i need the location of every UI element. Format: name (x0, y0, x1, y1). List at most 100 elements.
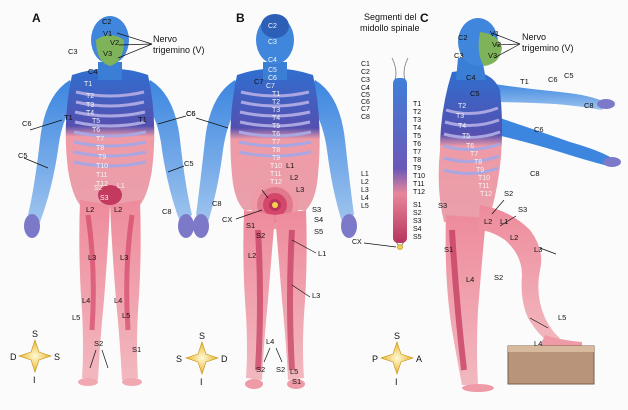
svg-text:I: I (200, 377, 203, 387)
svg-text:T12: T12 (96, 181, 108, 188)
svg-text:T8: T8 (474, 159, 482, 166)
svg-text:T6: T6 (466, 143, 474, 150)
svg-text:P: P (372, 354, 378, 364)
svg-text:V3: V3 (103, 49, 112, 58)
svg-text:C8: C8 (162, 207, 172, 216)
figure-lateral (438, 18, 621, 392)
posterior-right-foot (287, 379, 305, 389)
right-foot (122, 378, 142, 386)
svg-text:L2: L2 (86, 205, 94, 214)
spinal-left-label: L2 (361, 179, 369, 186)
svg-text:T8: T8 (96, 145, 104, 152)
spinal-title-line2: midollo spinale (360, 23, 420, 33)
svg-text:T9: T9 (272, 155, 280, 162)
left-hand (24, 214, 40, 238)
trigeminal-label-a-line2: trigemino (V) (153, 45, 205, 55)
svg-text:L4: L4 (114, 296, 122, 305)
svg-text:C3: C3 (268, 39, 277, 46)
spinal-right-label: T1 (413, 101, 421, 108)
svg-text:T9: T9 (98, 154, 106, 161)
svg-text:L3: L3 (120, 253, 128, 262)
svg-text:C6: C6 (186, 109, 196, 118)
spinal-left-label: C8 (361, 114, 370, 121)
spinal-right-label: T12 (413, 189, 425, 196)
svg-text:S4: S4 (314, 215, 323, 224)
lateral-hand-lower (603, 157, 621, 167)
anterior-genital-area (98, 185, 122, 205)
svg-text:T1: T1 (272, 91, 280, 98)
svg-text:T5: T5 (272, 123, 280, 130)
svg-text:T11: T11 (96, 172, 108, 179)
compass-b-labels: S S D I (176, 331, 228, 387)
spinal-right-label: T2 (413, 109, 421, 116)
posterior-left-hand (193, 214, 209, 238)
compass-c-labels: S P A I (372, 331, 422, 387)
lateral-upper-arm (480, 82, 605, 110)
svg-text:L5: L5 (72, 313, 80, 322)
spinal-left-label: L1 (361, 171, 369, 178)
svg-text:C8: C8 (584, 101, 594, 110)
svg-text:I: I (33, 375, 36, 385)
spinal-right-label: T7 (413, 149, 421, 156)
svg-text:T2: T2 (86, 93, 94, 100)
svg-text:C8: C8 (530, 169, 540, 178)
svg-text:T9: T9 (476, 167, 484, 174)
svg-text:S2: S2 (504, 189, 513, 198)
svg-text:T11: T11 (478, 183, 490, 190)
svg-text:T12: T12 (480, 191, 492, 198)
svg-text:L2: L2 (248, 251, 256, 260)
svg-text:T1: T1 (64, 113, 73, 122)
svg-text:V3: V3 (488, 51, 497, 60)
svg-text:C5: C5 (18, 151, 28, 160)
lateral-face-trigeminal (478, 32, 502, 66)
posterior-neck (263, 62, 287, 80)
svg-text:T6: T6 (272, 131, 280, 138)
svg-text:L5: L5 (122, 311, 130, 320)
posterior-right-hand (341, 214, 357, 238)
spinal-right-label: T10 (413, 173, 425, 180)
svg-text:I: I (395, 377, 398, 387)
svg-text:T6: T6 (92, 127, 100, 134)
svg-text:T7: T7 (470, 151, 478, 158)
svg-text:S1: S1 (132, 345, 141, 354)
svg-text:S1: S1 (246, 221, 255, 230)
svg-text:L5: L5 (290, 367, 298, 376)
spinal-left-label: CX (352, 239, 362, 246)
svg-text:S3: S3 (518, 205, 527, 214)
figure-posterior (193, 14, 357, 389)
svg-text:L1: L1 (117, 183, 125, 190)
svg-text:T5: T5 (92, 118, 100, 125)
svg-text:C4: C4 (88, 67, 98, 76)
svg-text:L3: L3 (534, 245, 542, 254)
svg-text:L3: L3 (296, 185, 304, 194)
svg-text:CX: CX (222, 215, 232, 224)
spinal-left-label: C1 (361, 61, 370, 68)
svg-text:T1: T1 (84, 81, 92, 88)
lateral-thoracic-bands (443, 106, 501, 175)
svg-text:T11: T11 (270, 171, 282, 178)
svg-text:C3: C3 (68, 47, 78, 56)
svg-text:C6: C6 (268, 75, 277, 82)
compass-a-labels: S D S I (10, 329, 60, 385)
svg-text:C4: C4 (268, 57, 277, 64)
svg-text:C7: C7 (254, 77, 264, 86)
anterior-face-trigeminal (96, 35, 124, 66)
svg-text:C5: C5 (564, 71, 574, 80)
posterior-thoracic-bands (238, 90, 312, 158)
svg-text:S: S (394, 331, 400, 341)
svg-text:C7: C7 (266, 83, 275, 90)
svg-text:C5: C5 (268, 67, 277, 74)
svg-text:C5: C5 (184, 159, 194, 168)
svg-text:T1: T1 (138, 115, 147, 124)
spinal-right-label: S1 (413, 202, 422, 209)
figure-anterior (24, 16, 194, 386)
svg-text:S1: S1 (292, 377, 301, 386)
spinal-right-label: S3 (413, 218, 422, 225)
svg-text:T2: T2 (272, 99, 280, 106)
svg-text:T7: T7 (272, 139, 280, 146)
panel-letter-a: A (32, 11, 41, 25)
svg-text:T7: T7 (96, 136, 104, 143)
svg-text:T10: T10 (96, 163, 108, 170)
svg-text:T5: T5 (462, 133, 470, 140)
